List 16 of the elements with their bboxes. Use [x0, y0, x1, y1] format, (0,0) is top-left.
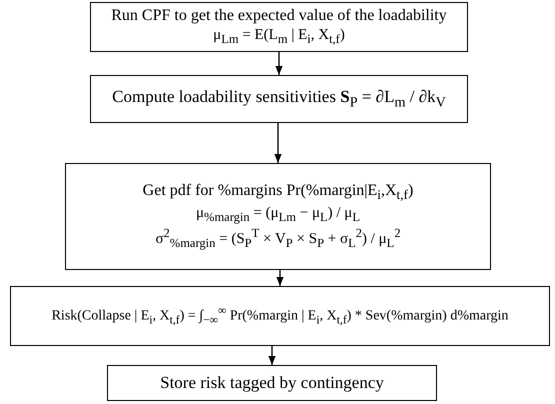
process-box: [107, 365, 437, 401]
arrow: [274, 123, 282, 163]
formula: μ$_{%margin}$ = (μ$_{Lm}$ − μ$_{L}$) / μ$_{L}$: [196, 204, 360, 226]
formula: μ$_{Lm}$ = E(L$_{m}$ | E$_{i}$, X$_{t,f}$): [213, 26, 345, 48]
arrow: [276, 270, 284, 286]
step-text: Compute loadability sensitivities S$_{P}$ = ∂L$_{m}$ / ∂k$_{V}$: [112, 86, 446, 112]
arrow: [268, 346, 276, 365]
process-box: [10, 286, 550, 346]
arrow: [275, 52, 283, 75]
process-box: [90, 2, 468, 52]
step-text: Store risk tagged by contingency: [160, 372, 384, 394]
step-text: Run CPF to get the expected value of the loadability: [111, 6, 447, 26]
process-box: [65, 163, 491, 270]
process-box: [90, 75, 468, 123]
step-text: Get pdf for %margins Pr(%margin|E$_{i}$,X$_{t,f}$): [142, 181, 414, 204]
step-text: Risk(Collapse | E$_{i}$, X$_{t,f}$) = ∫$_{−∞}$$^{∞}$ Pr(%margin | E$_{i}$, X$_{t,f}$) * Sev(%margin) d%margin: [52, 304, 508, 328]
